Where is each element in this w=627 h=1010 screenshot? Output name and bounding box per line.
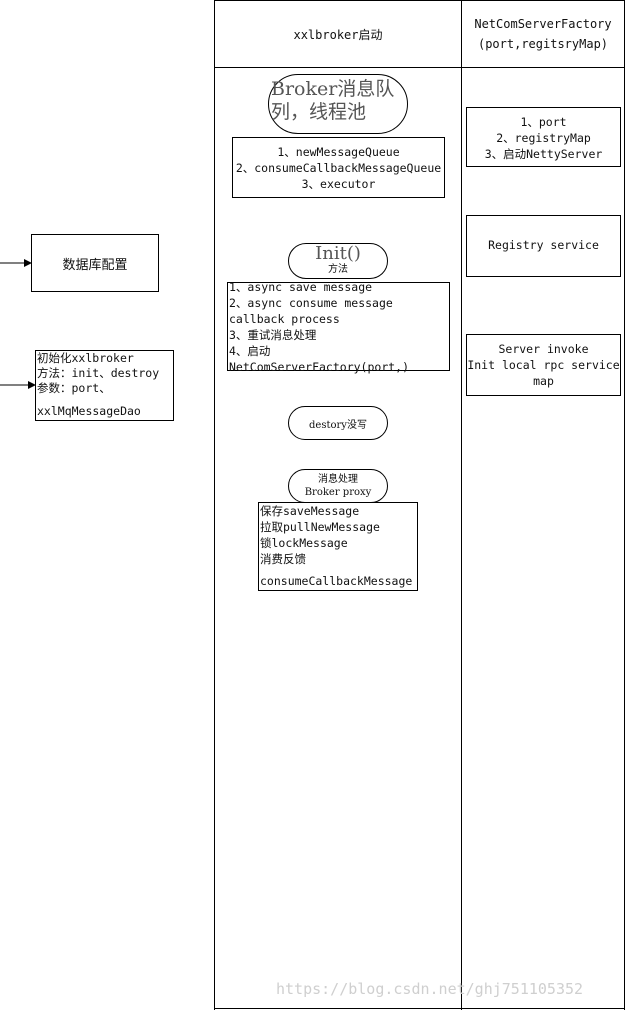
init-line-2: 方法：init、destroy xyxy=(37,366,160,380)
lane-header-separator xyxy=(214,67,625,68)
arrow-to-init-box xyxy=(0,381,36,389)
destory-pill: destory没写 xyxy=(288,406,388,440)
init-xxlbroker-box: 初始化xxlbroker 方法：init、destroy 参数：port、 xx… xyxy=(35,350,174,421)
lane-left-border xyxy=(214,0,215,1010)
factory-list-box: 1、port 2、registryMap 3、启动NettyServer xyxy=(466,107,621,167)
init-pill-subtitle: 方法 xyxy=(328,264,348,275)
watermark-text: https://blog.csdn.net/ghj751105352 xyxy=(276,980,584,998)
lane-divider xyxy=(461,0,462,1010)
db-config-box: 数据库配置 xyxy=(31,234,159,292)
queue-item-1: 1、newMessageQueue xyxy=(277,145,400,159)
message-actions-box: 保存saveMessage 拉取pullNewMessage 锁lockMess… xyxy=(258,502,418,591)
init-step-3: 3、重试消息处理 xyxy=(229,328,317,342)
server-invoke-box: Server invoke Init local rpc service map xyxy=(466,334,621,396)
factory-item-2: 2、registryMap xyxy=(496,131,591,145)
registry-service-box: Registry service xyxy=(466,215,621,277)
init-pill-title: Init() xyxy=(315,243,361,264)
arrow-to-db-config xyxy=(0,259,32,267)
factory-item-1: 1、port xyxy=(520,115,567,129)
broker-queue-pill: Broker消息队 列，线程池 xyxy=(268,74,408,134)
lane-bottom-border xyxy=(214,1008,625,1009)
message-pill-line-1: 消息处理 xyxy=(318,474,358,485)
init-line-4: xxlMqMessageDao xyxy=(37,404,141,418)
init-method-pill: Init() 方法 xyxy=(288,243,388,279)
lane-right-border xyxy=(624,0,625,1010)
message-action-4: 消费反馈 xyxy=(260,552,306,566)
queue-item-3: 3、executor xyxy=(301,177,376,191)
init-step-1: 1、async save message xyxy=(229,280,373,294)
init-step-4b: NetComServerFactory(port,) xyxy=(229,360,410,374)
lane-top-border xyxy=(214,0,625,1)
queue-item-2: 2、consumeCallbackMessageQueue xyxy=(235,161,442,175)
init-line-1: 初始化xxlbroker xyxy=(37,351,134,365)
init-step-2b: callback process xyxy=(229,312,340,326)
message-pill-line-2: Broker proxy xyxy=(304,487,372,498)
factory-lane-header: NetComServerFactory (port,regitsryMap) xyxy=(474,17,612,51)
queue-list-box: 1、newMessageQueue 2、consumeCallbackMessa… xyxy=(232,137,445,198)
broker-lane-header: xxlbroker启动 xyxy=(293,27,383,42)
message-action-1: 保存saveMessage xyxy=(260,504,360,518)
message-action-3: 锁lockMessage xyxy=(260,536,348,550)
init-step-2: 2、async consume message xyxy=(229,296,393,310)
message-action-5: consumeCallbackMessage xyxy=(260,574,413,588)
message-action-2: 拉取pullNewMessage xyxy=(260,520,380,534)
init-step-4: 4、启动 xyxy=(229,344,271,358)
init-line-3: 参数：port、 xyxy=(37,381,111,395)
factory-item-3: 3、启动NettyServer xyxy=(484,147,603,161)
message-proxy-pill: 消息处理 Broker proxy xyxy=(288,469,388,503)
init-steps-box: 1、async save message 2、async consume mes… xyxy=(227,280,450,374)
